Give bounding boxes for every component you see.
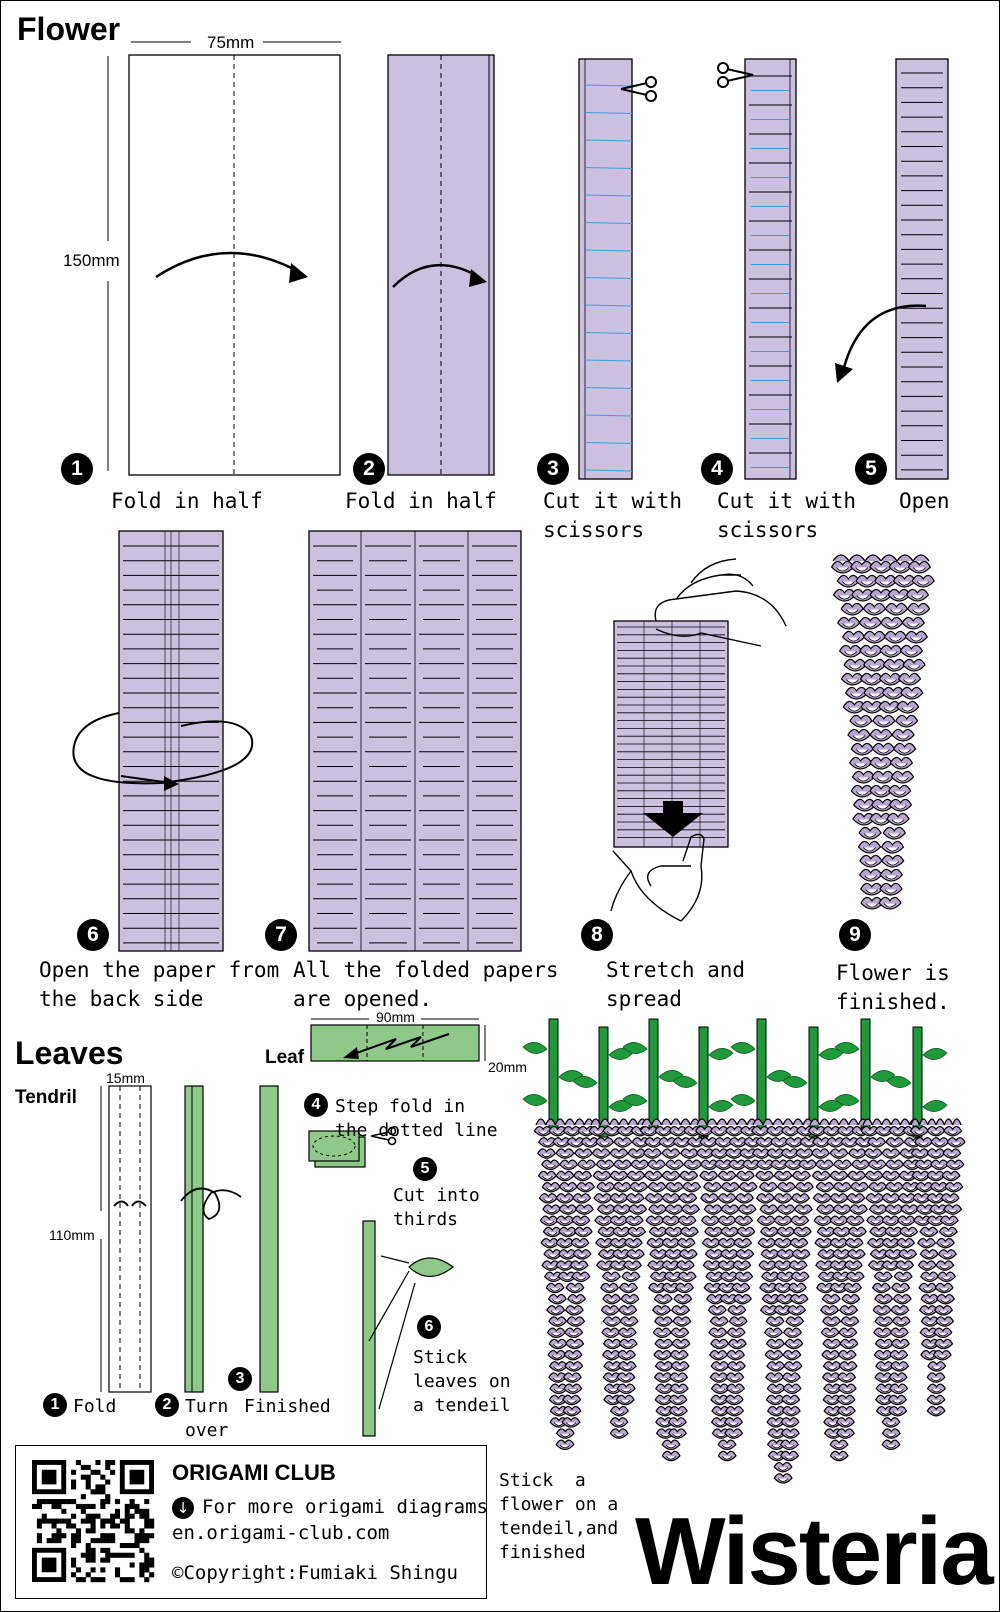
flower-step-number-4: 4 — [701, 453, 733, 485]
step4-paper — [744, 58, 797, 480]
scissors-icon-step3 — [620, 76, 657, 102]
leaf-width-label: 90mm — [376, 1009, 415, 1025]
flower-step-number-6: 6 — [77, 919, 109, 951]
tendril-step2-paper — [184, 1085, 204, 1393]
leaf-step-number-6: 6 — [417, 1315, 441, 1339]
scissors-icon-step4 — [717, 62, 754, 88]
hand-top-illustration — [654, 558, 787, 647]
copyright: ©Copyright:Fumiaki Shingu — [172, 1562, 458, 1584]
flower-step-number-3: 3 — [537, 453, 569, 485]
finished-flower-illustration — [830, 554, 935, 910]
tendril-step-caption-3: Finished — [244, 1396, 331, 1417]
single-leaf — [408, 1257, 454, 1278]
tendril-step-number-3: 3 — [228, 1367, 252, 1391]
tendril-width-label: 15mm — [106, 1070, 145, 1086]
flower-step-number-5: 5 — [855, 453, 887, 485]
leaf-step-caption-6: Stick leaves on a tendeil — [413, 1347, 511, 1416]
flower-steps-6-9-illustration — [72, 530, 935, 952]
leaf-step-number-5: 5 — [413, 1157, 437, 1181]
flower-section-title: Flower — [17, 11, 121, 47]
arrow-down-circle-icon: ↓ — [172, 1497, 194, 1519]
tendril-step1-paper — [108, 1085, 152, 1393]
flower-step-caption-5: Open — [899, 489, 950, 513]
step3-paper — [578, 58, 633, 480]
leaves-illustration — [100, 1018, 486, 1437]
flower-step-number-8: 8 — [581, 919, 613, 951]
flower-step-number-9: 9 — [839, 919, 871, 951]
flower-step-number-7: 7 — [265, 919, 297, 951]
leaf-step4-paper — [310, 1024, 480, 1062]
flower-step-number-2: 2 — [353, 453, 385, 485]
tendril-step-number-1: 1 — [43, 1393, 67, 1417]
leaf-step-caption-4: Step fold in the dotted line — [335, 1096, 498, 1141]
flower-step-caption-4: Cut it with scissors — [717, 489, 857, 542]
flower-width-label: 75mm — [207, 33, 255, 52]
main-title: Wisteria — [635, 1498, 994, 1605]
tendril-step-number-2: 2 — [155, 1393, 179, 1417]
leaf-title: Leaf — [265, 1047, 305, 1068]
more-diagrams-text: For more origami diagrams — [202, 1496, 488, 1518]
flower-step-number-1: 1 — [61, 453, 93, 485]
qr-code-icon[interactable] — [32, 1460, 155, 1583]
tendril-step3-paper — [259, 1085, 279, 1393]
step5-paper — [895, 58, 949, 480]
leaf-step-number-4: 4 — [304, 1093, 328, 1117]
flower-step-caption-6: Open the paper from the back side — [39, 958, 280, 1011]
leaf-step-caption-5: Cut into thirds — [393, 1185, 480, 1230]
brand-name: ORIGAMI CLUB — [172, 1460, 336, 1485]
footer-box: ORIGAMI CLUB ↓ For more origami diagrams… — [15, 1445, 488, 1599]
tendril-step-caption-2: Turn over — [185, 1396, 229, 1441]
flower-step-caption-7: All the folded papers are opened. — [293, 958, 559, 1011]
flower-step-caption-1: Fold in half — [111, 489, 263, 513]
leaves-section-title: Leaves — [15, 1035, 124, 1071]
flower-step-caption-2: Fold in half — [345, 489, 497, 513]
scissors-icon-leaf — [370, 1126, 397, 1146]
step6-paper — [118, 530, 224, 952]
hand-bottom-illustration — [610, 833, 705, 922]
final-caption: Stick a flower on a tendeil,and finished — [499, 1470, 619, 1563]
leaf-height-label: 20mm — [488, 1059, 527, 1075]
step7-paper — [308, 530, 522, 952]
website-link[interactable]: en.origami-club.com — [172, 1522, 390, 1544]
pull-down-arrow-icon — [643, 801, 703, 837]
flower-step-caption-9: Flower is finished. — [836, 961, 950, 1014]
tendril-step-caption-1: Fold — [73, 1396, 117, 1417]
leaf-step5-paper — [308, 1130, 366, 1168]
tendril-title: Tendril — [15, 1087, 77, 1108]
flower-height-label: 150mm — [63, 251, 120, 270]
finished-wisteria-illustration — [522, 1018, 966, 1484]
flower-steps-1-5-illustration — [107, 41, 949, 480]
tendril-height-label: 110mm — [49, 1227, 95, 1243]
flower-step-caption-3: Cut it with scissors — [543, 489, 683, 542]
tendril-with-leaf — [362, 1220, 376, 1437]
flower-step-caption-8: Stretch and spread — [606, 958, 746, 1011]
